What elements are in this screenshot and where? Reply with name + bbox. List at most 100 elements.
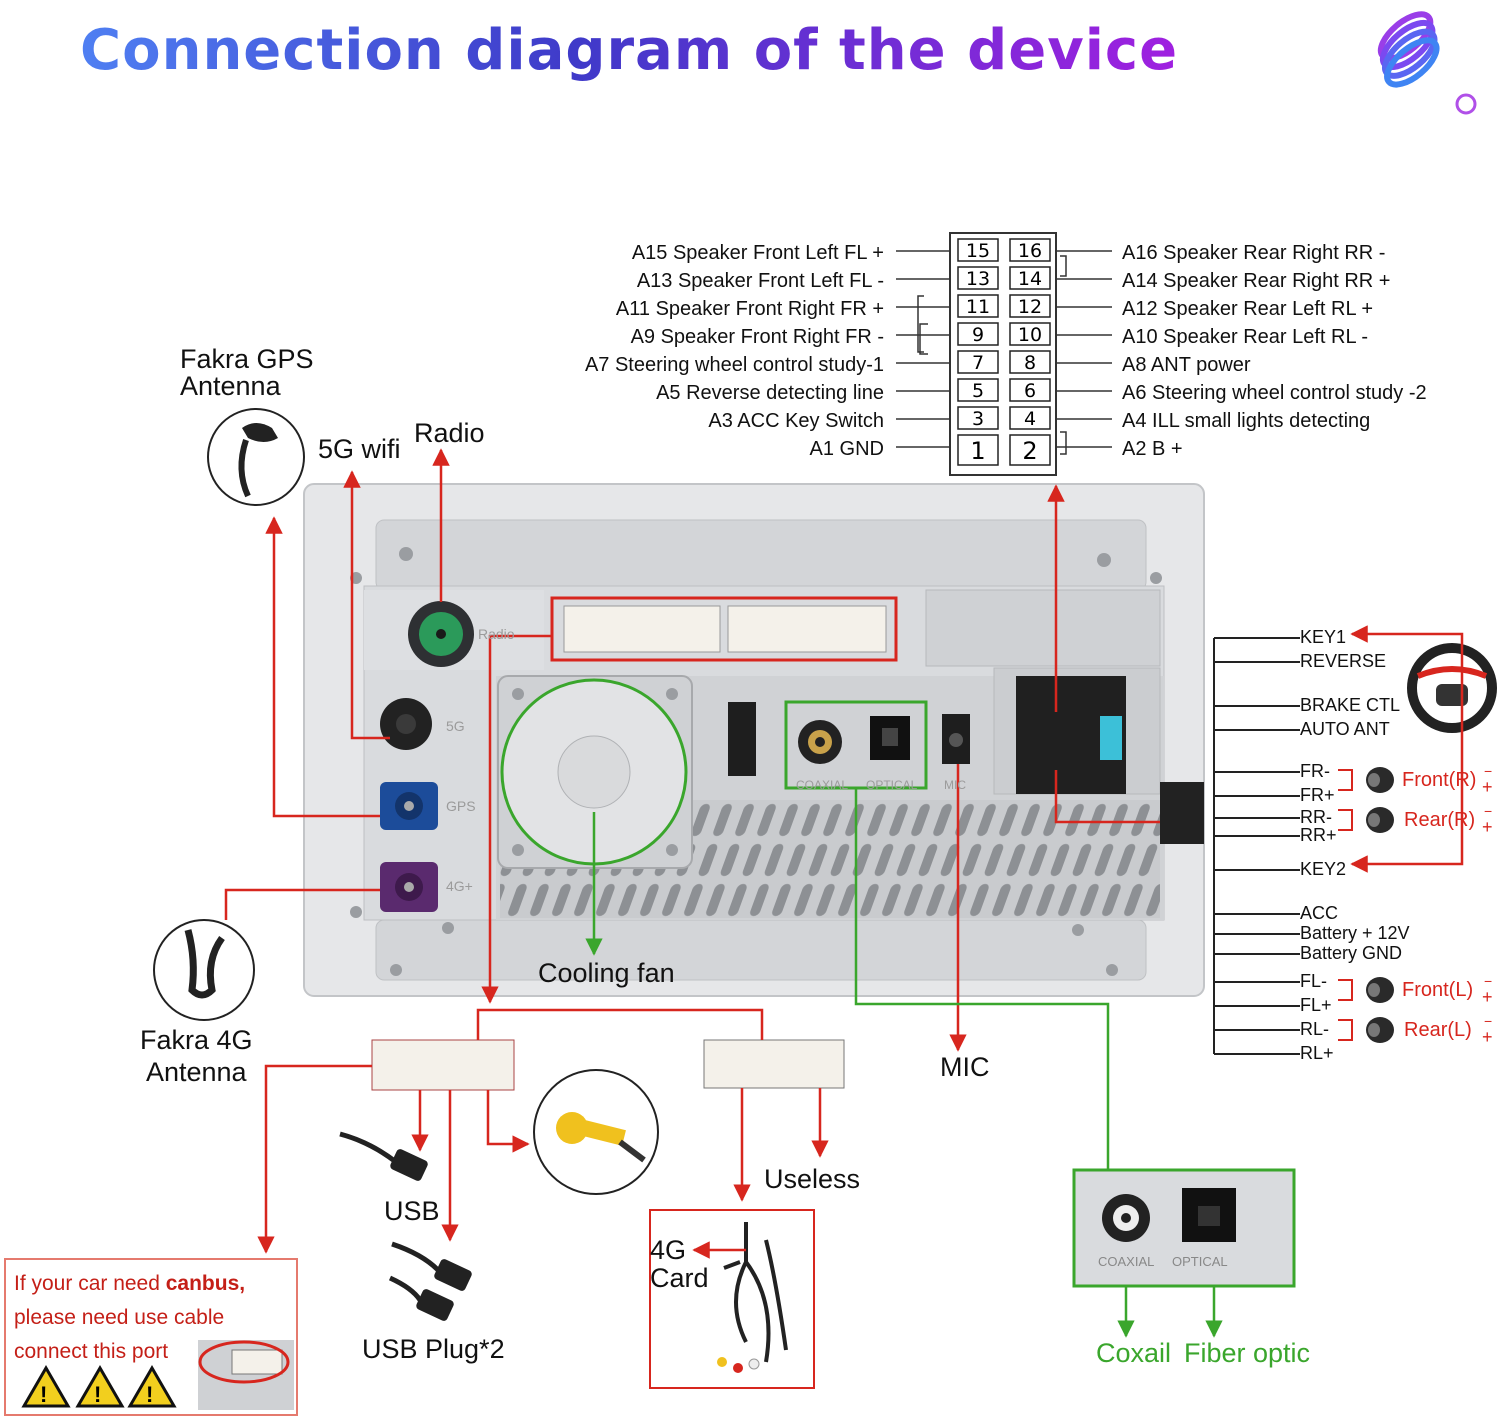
speaker-plus: + <box>1482 777 1493 797</box>
pin-cell-left <box>957 238 999 262</box>
speaker-icons <box>1338 767 1394 1043</box>
pin-label-right: A2 B + <box>1122 438 1183 460</box>
pin-number-right: 6 <box>1024 380 1036 402</box>
speaker-minus: − <box>1484 803 1493 819</box>
panel-label-optical: OPTICAL <box>866 778 918 792</box>
fourg-antenna-icon <box>153 919 255 1021</box>
harness-label: RL+ <box>1300 1043 1334 1063</box>
harness-label: Battery + 12V <box>1300 923 1410 943</box>
svg-text:!: ! <box>40 1382 47 1407</box>
panel-label-coaxial: COAXIAL <box>796 778 849 792</box>
pin-cell-right <box>1009 350 1051 374</box>
pin-cell-left <box>957 294 999 318</box>
wires <box>224 448 1464 1338</box>
harness-label: RR- <box>1300 807 1332 827</box>
panel-label-radio: Radio <box>478 626 515 642</box>
canbus-line-3: connect this port <box>14 1340 169 1363</box>
speaker-icon <box>1338 807 1394 833</box>
pin-label-right: A6 Steering wheel control study -2 <box>1122 382 1427 404</box>
warning-icon: ! ! ! <box>21 1365 177 1408</box>
pin-label-left: A15 Speaker Front Left FL + <box>631 242 884 264</box>
pin-cell-left <box>957 322 999 346</box>
fiber-optic-label: Fiber optic <box>1184 1338 1311 1368</box>
harness-label: KEY1 <box>1300 627 1347 647</box>
cooling-fan-label: Cooling fan <box>538 958 675 988</box>
harness-label: KEY2 <box>1300 859 1347 879</box>
radio-port-icon <box>408 601 474 667</box>
svg-text:!: ! <box>146 1382 153 1407</box>
wire <box>854 788 1110 1170</box>
usb-plug-icon <box>388 1241 472 1321</box>
fakra-gps-label: Fakra GPS Antenna <box>180 344 314 401</box>
pin-label-right: A16 Speaker Rear Right RR - <box>1122 242 1386 264</box>
fourg-card-box <box>649 1209 815 1389</box>
harness-label: RL- <box>1300 1019 1330 1039</box>
wire <box>1350 625 1464 728</box>
pin-label-left: A11 Speaker Front Right FR + <box>615 298 884 320</box>
coaxial-label: Coxail <box>1096 1338 1172 1368</box>
harness-wires <box>1213 637 1300 1055</box>
panel-label-5g: 5G <box>446 718 465 734</box>
panel-label-4g: 4G+ <box>446 878 473 894</box>
pin-number-right: 14 <box>1018 268 1042 290</box>
pin-number-left: 7 <box>972 352 984 374</box>
lower-connector-right <box>703 1039 845 1089</box>
pin-number-right: 2 <box>1022 437 1037 465</box>
radio-label: Radio <box>414 418 485 448</box>
speaker-name: Front(L) <box>1402 979 1474 1001</box>
pin-cell-left <box>957 350 999 374</box>
harness-label: REVERSE <box>1300 651 1387 671</box>
main-connector-block <box>550 596 898 662</box>
pin-label-left: A13 Speaker Front Left FL - <box>636 270 884 292</box>
pin-cell-left <box>957 378 999 402</box>
speaker-minus: − <box>1484 973 1493 989</box>
speaker-name: Front(R) <box>1402 769 1477 791</box>
usb-plug-label: USB Plug*2 <box>362 1334 505 1364</box>
fourg-card-label: 4G Card <box>650 1235 709 1293</box>
fakra-4g-label: Fakra 4G Antenna <box>140 1025 253 1087</box>
pin-cell-left <box>957 406 999 430</box>
fourg-fakra-port-icon <box>380 862 438 912</box>
pin-label-right: A12 Speaker Rear Left RL + <box>1122 298 1374 320</box>
pin-number-right: 16 <box>1018 240 1042 262</box>
pin-label-right: A14 Speaker Rear Right RR + <box>1122 270 1391 292</box>
steering-wheel-icon <box>1407 643 1497 733</box>
gps-antenna-icon <box>207 408 305 506</box>
speaker-minus: − <box>1484 763 1493 779</box>
canbus-inset <box>198 1340 294 1410</box>
pin-number-right: 12 <box>1018 296 1042 318</box>
power-connector-icon <box>1016 676 1126 794</box>
harness-label: FR- <box>1300 761 1330 781</box>
pin-label-left: A5 Reverse detecting line <box>656 382 884 404</box>
speaker-plus: + <box>1482 1027 1493 1047</box>
harness-plug-icon <box>1160 782 1204 844</box>
harness-label: BRAKE CTL <box>1300 695 1401 715</box>
wire <box>1350 728 1464 873</box>
canbus-line-1: If your car need canbus, <box>14 1272 246 1295</box>
lower-connector-left <box>371 1039 515 1091</box>
wire <box>1054 770 1160 824</box>
speaker-name: Rear(R) <box>1404 809 1476 831</box>
speaker-icon <box>1338 977 1394 1003</box>
cooling-fan-icon <box>497 675 693 869</box>
pin-label-left: A3 ACC Key Switch <box>708 410 884 432</box>
title-underline <box>62 93 1477 115</box>
pin-number-left: 9 <box>972 324 984 346</box>
harness-label: ACC <box>1300 903 1339 923</box>
pin-cell-right <box>1009 434 1051 466</box>
usb-cable-icon <box>339 1131 428 1181</box>
pin-cell-right <box>1009 406 1051 430</box>
pin-number-right: 10 <box>1018 324 1042 346</box>
callout-label-optical: OPTICAL <box>1172 1254 1228 1269</box>
pin-cell-left <box>957 434 999 466</box>
wire <box>224 888 380 920</box>
wire <box>481 634 552 1004</box>
pin-label-left: A1 GND <box>809 438 884 460</box>
pin-number-left: 1 <box>970 437 985 465</box>
svg-text:!: ! <box>94 1382 101 1407</box>
callout-label-coaxial: COAXIAL <box>1098 1254 1155 1269</box>
speaker-icon <box>1338 767 1394 793</box>
harness-label: FL- <box>1300 971 1327 991</box>
